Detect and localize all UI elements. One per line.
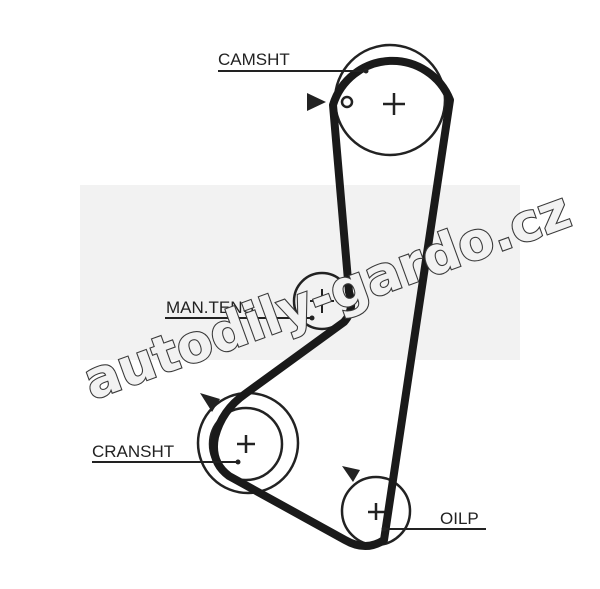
crankshaft-leader-dot — [235, 459, 241, 465]
tensioner-center-cross — [310, 289, 334, 313]
oil-pump-center-cross — [368, 503, 385, 520]
tensioner-leader-dot — [309, 315, 315, 321]
camshaft-direction-arrow — [307, 93, 326, 111]
oil-pump-leader-dot — [381, 526, 387, 532]
camshaft-center-cross — [383, 93, 405, 115]
leader-dots — [235, 68, 387, 532]
timing-belt — [210, 56, 454, 550]
camshaft-leader-dot — [363, 68, 369, 74]
manual-tensioner-label: MAN.TENS — [166, 298, 254, 317]
crankshaft-pulley-outline — [208, 406, 284, 482]
camshaft-label: CAMSHT — [218, 50, 290, 69]
oil-pump-direction-arrow — [342, 466, 360, 482]
leader-lines — [92, 70, 486, 530]
crankshaft-label: CRANSHT — [92, 442, 174, 461]
crankshaft-direction-arrow — [200, 393, 220, 412]
camshaft-timing-mark — [340, 95, 354, 109]
background-ghost — [80, 185, 520, 360]
oil-pump-label: OILP — [440, 509, 479, 528]
oil-pump-pulley — [340, 466, 412, 547]
crankshaft-center-cross — [237, 435, 255, 453]
